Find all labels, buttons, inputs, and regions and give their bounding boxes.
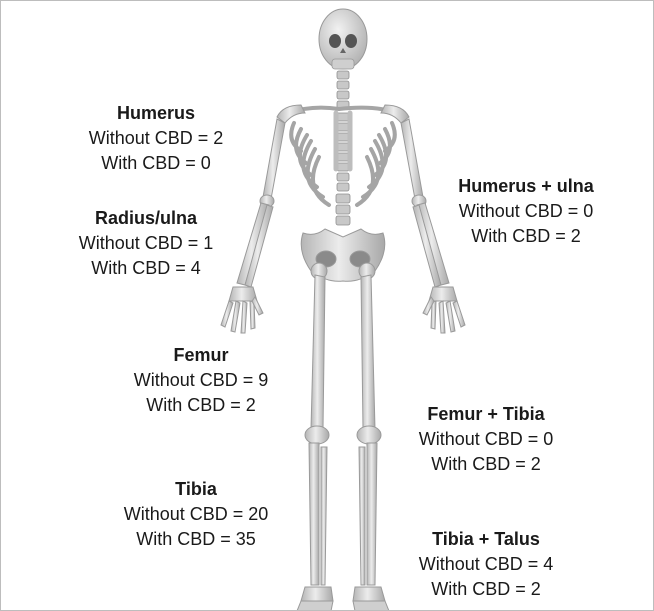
- label-humerus-ulna-with: With CBD = 2: [416, 224, 636, 249]
- label-humerus-name: Humerus: [61, 101, 251, 126]
- label-humerus-without: Without CBD = 2: [61, 126, 251, 151]
- label-tibia-talus-without: Without CBD = 4: [386, 552, 586, 577]
- label-radius-ulna-with: With CBD = 4: [51, 256, 241, 281]
- label-tibia-with: With CBD = 35: [91, 527, 301, 552]
- right-leg: [353, 263, 389, 611]
- label-humerus-ulna: Humerus + ulna Without CBD = 0 With CBD …: [416, 174, 636, 249]
- skull: [319, 9, 367, 69]
- label-tibia-without: Without CBD = 20: [91, 502, 301, 527]
- label-tibia-name: Tibia: [91, 477, 301, 502]
- label-femur-tibia: Femur + Tibia Without CBD = 0 With CBD =…: [386, 402, 586, 477]
- label-humerus-ulna-without: Without CBD = 0: [416, 199, 636, 224]
- label-radius-ulna: Radius/ulna Without CBD = 1 With CBD = 4: [51, 206, 241, 281]
- label-femur-tibia-without: Without CBD = 0: [386, 427, 586, 452]
- label-humerus-ulna-name: Humerus + ulna: [416, 174, 636, 199]
- label-femur: Femur Without CBD = 9 With CBD = 2: [106, 343, 296, 418]
- left-leg: [297, 263, 333, 611]
- label-humerus: Humerus Without CBD = 2 With CBD = 0: [61, 101, 251, 176]
- label-femur-name: Femur: [106, 343, 296, 368]
- label-femur-tibia-with: With CBD = 2: [386, 452, 586, 477]
- label-tibia: Tibia Without CBD = 20 With CBD = 35: [91, 477, 301, 552]
- label-tibia-talus-with: With CBD = 2: [386, 577, 586, 602]
- label-tibia-talus-name: Tibia + Talus: [386, 527, 586, 552]
- label-humerus-with: With CBD = 0: [61, 151, 251, 176]
- label-femur-tibia-name: Femur + Tibia: [386, 402, 586, 427]
- label-femur-with: With CBD = 2: [106, 393, 296, 418]
- label-radius-ulna-name: Radius/ulna: [51, 206, 241, 231]
- label-femur-without: Without CBD = 9: [106, 368, 296, 393]
- label-tibia-talus: Tibia + Talus Without CBD = 4 With CBD =…: [386, 527, 586, 602]
- label-radius-ulna-without: Without CBD = 1: [51, 231, 241, 256]
